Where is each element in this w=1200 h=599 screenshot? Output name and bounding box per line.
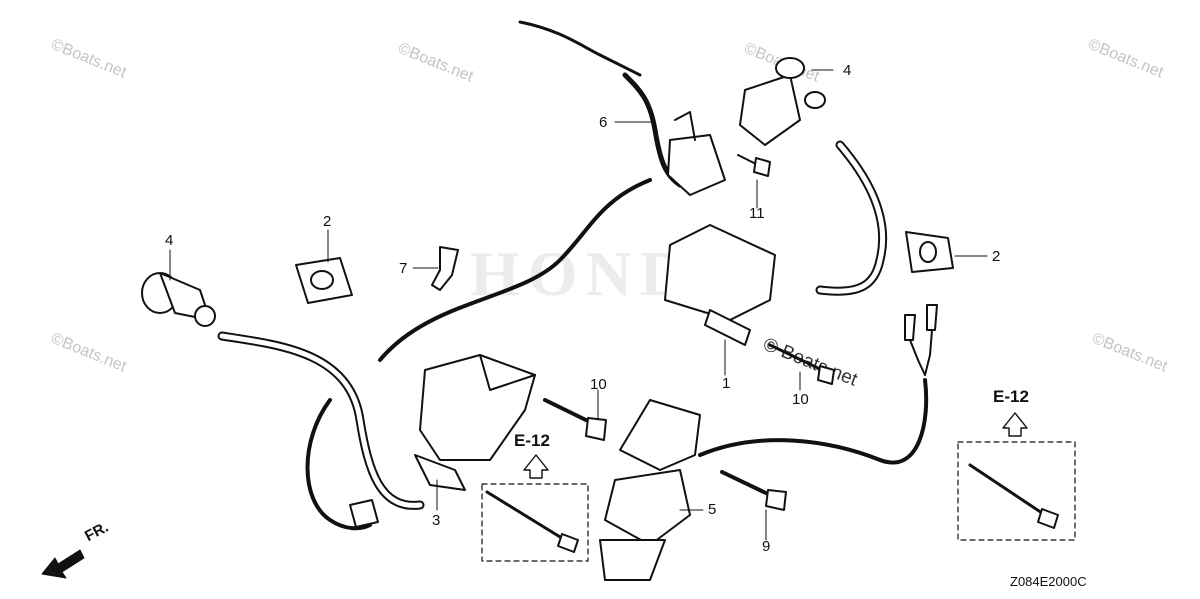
lower-left-wire (305, 398, 372, 531)
callout-bolt-10-left: 10 (590, 376, 607, 393)
exciter-coil (599, 399, 701, 581)
bolt-9 (720, 470, 787, 511)
ignition-coil (414, 354, 536, 491)
front-arrow (41, 549, 85, 579)
plug-cap-right (739, 57, 826, 146)
callout-plug-cap-right: 4 (843, 62, 852, 79)
lower-right-wire (698, 378, 929, 465)
bolt-10-right (768, 343, 835, 385)
reference-box-right (957, 441, 1076, 541)
callout-grommet-right: 2 (992, 248, 1001, 265)
terminal-connectors (904, 304, 938, 376)
callout-bolt-11: 11 (749, 205, 765, 222)
reference-arrow-left (523, 454, 549, 479)
reference-label-right: E-12 (993, 387, 1029, 406)
reference-label-left: E-12 (514, 431, 550, 450)
callout-plug-cap-left: 4 (165, 232, 174, 249)
plug-cap-left (141, 272, 216, 327)
plug-connector (349, 499, 379, 528)
callout-ignition-coil: 3 (432, 512, 441, 529)
reference-arrow-right (1002, 412, 1028, 437)
stop-switch (667, 111, 726, 196)
right-tube-inner (817, 142, 886, 294)
diagram-code: Z084E2000C (1010, 574, 1087, 589)
grommet-right (905, 231, 954, 273)
leader-lines (169, 69, 988, 541)
stud-bolt-left (485, 490, 579, 553)
bolt-10-left (543, 398, 607, 441)
callout-exciter-coil: 5 (708, 501, 717, 518)
callout-cdi-unit: 1 (722, 375, 731, 392)
grommet-left (295, 257, 353, 304)
callout-bolt-9: 9 (762, 538, 771, 555)
reference-box-left (481, 483, 589, 562)
right-tube (815, 140, 888, 296)
callout-wire-clip: 7 (399, 260, 408, 277)
stop-switch-wire (378, 178, 652, 362)
bolt-11 (737, 154, 771, 177)
upper-wire (518, 20, 642, 77)
callout-grommet-left: 2 (323, 213, 332, 230)
wire-clip (431, 246, 459, 291)
callout-bolt-10-right: 10 (792, 391, 809, 408)
callout-stop-switch: 6 (599, 114, 608, 131)
cdi-unit (664, 224, 776, 346)
stud-bolt-right (968, 463, 1059, 529)
main-cable-inner (219, 333, 423, 508)
